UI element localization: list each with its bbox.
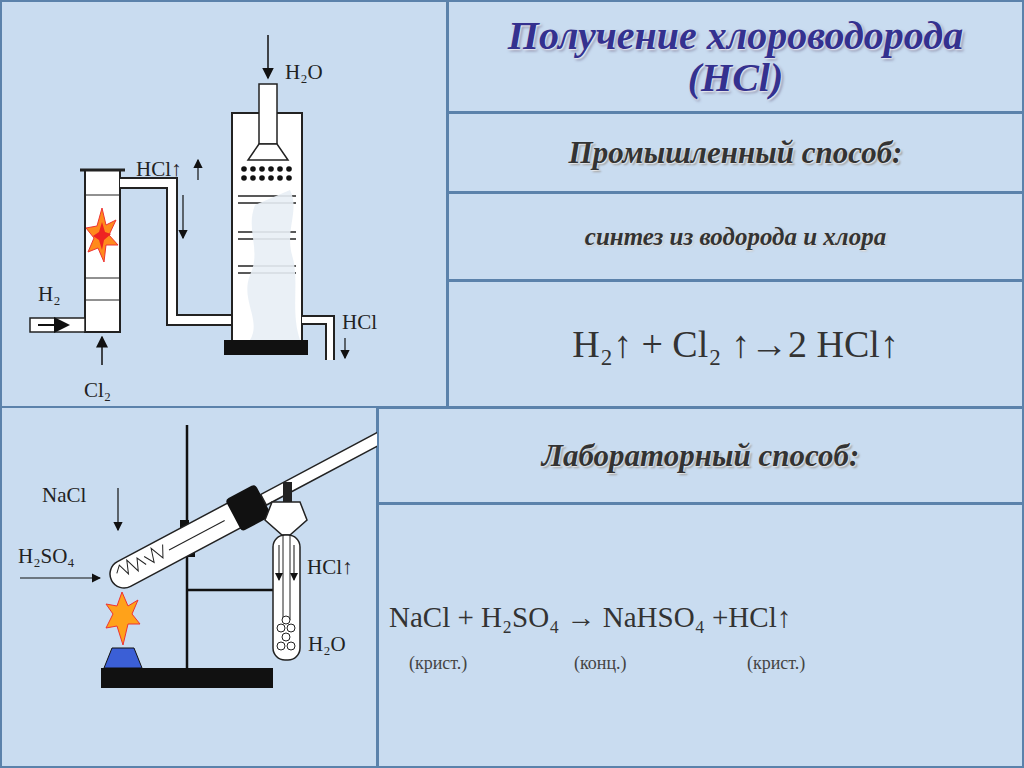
equation-text: NaCl + H₂SO₄ → NaHSO₄ +HCl↑	[389, 601, 791, 634]
title-band: Получение хлороводорода (HCl)	[447, 0, 1024, 113]
state-note: (крист.)	[747, 653, 805, 674]
equation-band: H₂↑ + Cl₂ ↑→2 HCl↑	[447, 280, 1024, 408]
chemical-label: HCl↑	[136, 157, 182, 182]
chemical-label: HCl	[342, 310, 377, 335]
chemical-label: H₂O	[308, 632, 346, 657]
section-band: Лабораторный способ:	[377, 407, 1024, 504]
chemical-label: HCl↑	[307, 555, 353, 580]
band-text: синтез из водорода и хлора	[585, 223, 886, 251]
band-text: Промышленный способ:	[569, 135, 903, 171]
chemical-label: H₂	[38, 282, 61, 307]
section-band: Промышленный способ:	[447, 112, 1024, 193]
state-note: (крист.)	[409, 653, 467, 674]
band-text: Лабораторный способ:	[542, 438, 860, 474]
state-note: (конц.)	[574, 653, 627, 674]
chemical-label: H₂SO₄	[18, 544, 75, 569]
chemical-label: Cl₂	[84, 378, 111, 403]
text-band: синтез из водорода и хлора	[447, 192, 1024, 281]
title: Получение хлороводорода (HCl)	[501, 15, 971, 99]
chemical-label: NaCl	[42, 483, 86, 508]
chemical-label: H₂O	[285, 60, 323, 85]
equation-text: H₂↑ + Cl₂ ↑→2 HCl↑	[572, 322, 899, 366]
equation-band: NaCl + H₂SO₄ → NaHSO₄ +HCl↑ (крист.) (конц…	[377, 503, 1024, 768]
